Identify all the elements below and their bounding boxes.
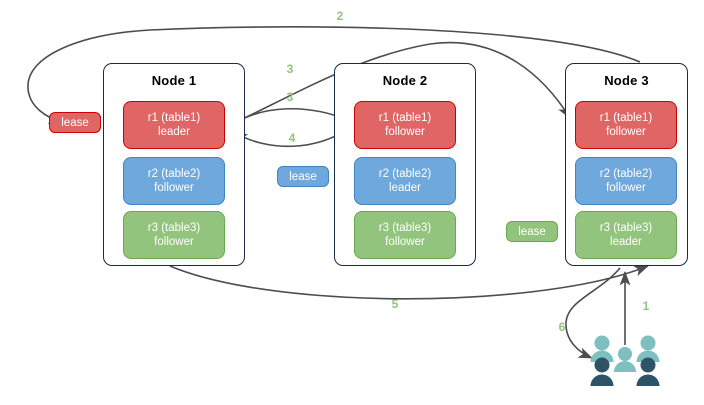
edge-step-5 [169, 265, 649, 300]
replica-name: r2 (table2) [147, 168, 201, 180]
step-label-6: 6 [558, 320, 566, 334]
replica-role: follower [154, 236, 194, 248]
lease-badge-blue[interactable]: lease [277, 166, 329, 187]
replica-role: follower [385, 236, 425, 248]
replica-role: follower [606, 126, 646, 138]
replica-role: leader [158, 126, 190, 138]
users-icon [590, 335, 660, 386]
step-label-3-upper: 3 [286, 62, 294, 76]
replica-node3-r2[interactable]: r2 (table2) follower [575, 157, 677, 205]
replica-role: follower [385, 126, 425, 138]
lease-label: lease [289, 170, 317, 183]
step-label-3-lower: 3 [286, 90, 294, 104]
replica-node1-r3[interactable]: r3 (table3) follower [123, 211, 225, 259]
step-label-2: 2 [336, 9, 344, 23]
replica-name: r2 (table2) [599, 168, 653, 180]
lease-label: lease [61, 116, 89, 129]
node-title: Node 1 [151, 73, 197, 88]
step-label-5: 5 [391, 297, 399, 311]
replica-name: r3 (table3) [599, 222, 653, 234]
replica-name: r1 (table1) [378, 112, 432, 124]
replica-node1-r1[interactable]: r1 (table1) leader [123, 101, 225, 149]
replica-node3-r3[interactable]: r3 (table3) leader [575, 211, 677, 259]
step-label-1: 1 [642, 299, 650, 313]
lease-badge-red[interactable]: lease [49, 112, 101, 133]
replica-node3-r1[interactable]: r1 (table1) follower [575, 101, 677, 149]
replica-role: follower [154, 182, 194, 194]
replica-name: r3 (table3) [147, 222, 201, 234]
node-title: Node 2 [382, 73, 428, 88]
node-title: Node 3 [604, 73, 649, 88]
edge-step-3-to-node2 [227, 108, 349, 128]
replica-node2-r1[interactable]: r1 (table1) follower [354, 101, 456, 149]
lease-badge-green[interactable]: lease [506, 221, 558, 242]
replica-name: r1 (table1) [599, 112, 653, 124]
lease-label: lease [518, 225, 546, 238]
replica-name: r2 (table2) [378, 168, 432, 180]
replica-node1-r2[interactable]: r2 (table2) follower [123, 157, 225, 205]
replica-node2-r2[interactable]: r2 (table2) leader [354, 157, 456, 205]
step-label-4: 4 [288, 131, 296, 145]
replica-role: leader [389, 182, 421, 194]
replica-node2-r3[interactable]: r3 (table3) follower [354, 211, 456, 259]
replica-role: follower [606, 182, 646, 194]
replica-name: r1 (table1) [147, 112, 201, 124]
replica-name: r3 (table3) [378, 222, 432, 234]
replica-role: leader [610, 236, 642, 248]
